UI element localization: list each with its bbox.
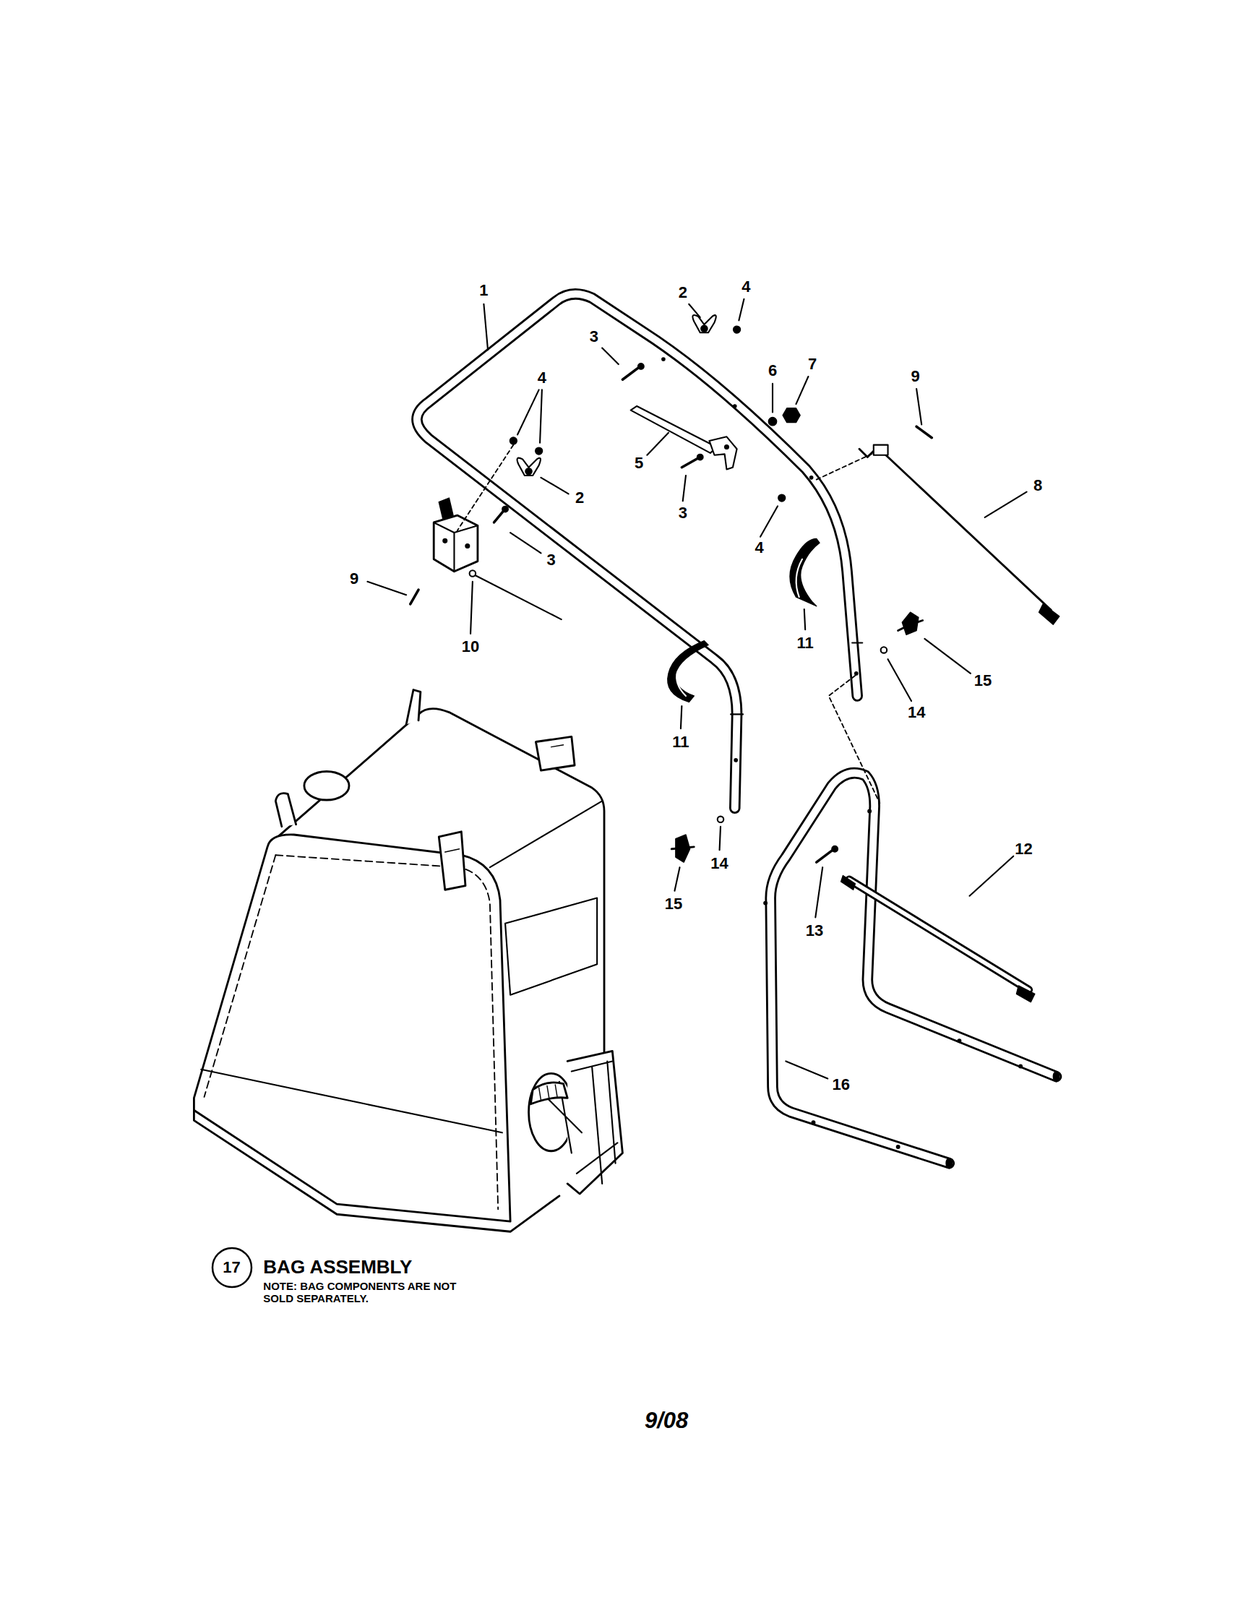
callout-number: 11 xyxy=(672,733,689,751)
callout-number: 9 xyxy=(911,367,921,386)
callout-number: 12 xyxy=(1014,840,1033,858)
callout-number: 13 xyxy=(805,922,824,940)
callout-number: 8 xyxy=(1033,476,1043,495)
date-code: 9/08 xyxy=(644,1408,689,1434)
leader-lines xyxy=(367,299,1027,1080)
callout-number: 2 xyxy=(678,284,688,302)
callout-number: 2 xyxy=(575,489,584,507)
callout-circle: 17 xyxy=(211,1246,253,1289)
callout-number: 14 xyxy=(907,703,926,722)
callout-number: 7 xyxy=(807,355,817,373)
callout-number: 15 xyxy=(974,672,992,690)
callout-number: 4 xyxy=(537,368,547,386)
callout-number: 6 xyxy=(768,362,777,380)
callout-number: 14 xyxy=(710,854,728,873)
callout-number: 3 xyxy=(546,551,556,569)
lower-handle xyxy=(770,773,1056,1164)
callout-number: 17 xyxy=(222,1258,240,1278)
callout-number: 4 xyxy=(755,539,764,557)
callout-number: 3 xyxy=(589,328,599,346)
part-note: NOTE: BAG COMPONENTS ARE NOT SOLD SEPARA… xyxy=(263,1280,466,1305)
callout-number: 15 xyxy=(664,895,683,913)
bracket xyxy=(433,515,478,572)
callout-number: 16 xyxy=(831,1076,850,1094)
callout-number: 4 xyxy=(741,278,751,296)
callout-number: 11 xyxy=(797,634,814,652)
callout-number: 1 xyxy=(479,281,488,300)
callout-number: 3 xyxy=(678,504,688,522)
callout-number: 10 xyxy=(461,638,480,656)
callout-number: 9 xyxy=(349,570,359,588)
callout-number: 5 xyxy=(634,454,644,472)
grass-bag xyxy=(193,690,623,1233)
part-title: BAG ASSEMBLY xyxy=(263,1256,412,1278)
